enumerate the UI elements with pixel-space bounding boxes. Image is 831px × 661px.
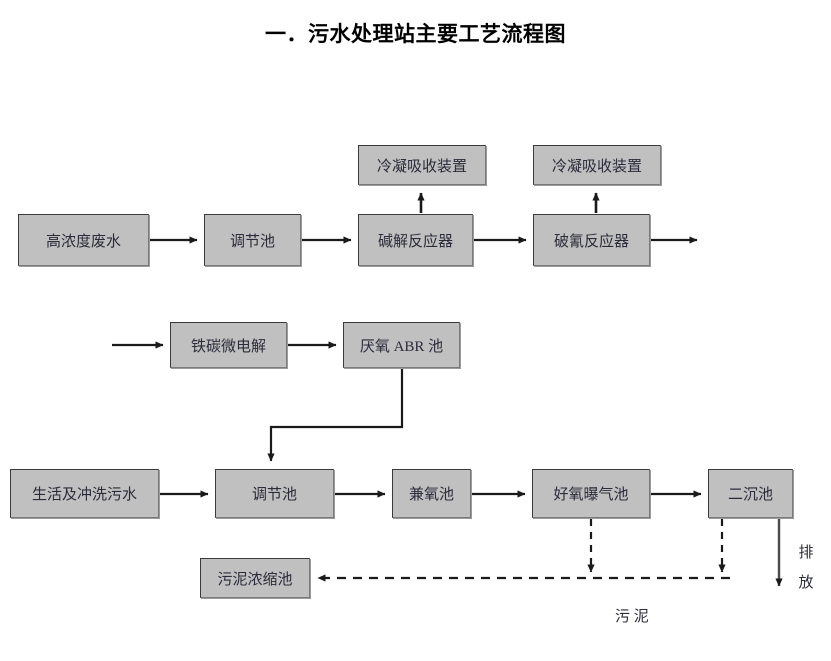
page-title: 一．污水处理站主要工艺流程图 [265, 23, 566, 46]
node-domestic-and-flush-sewage[interactable]: 生活及冲洗污水 [10, 469, 159, 518]
node-label: 冷凝吸收装置 [551, 158, 642, 175]
node-sludge-thickening-tank[interactable]: 污泥浓缩池 [200, 558, 310, 598]
node-facultative-tank[interactable]: 兼氧池 [392, 469, 471, 518]
discharge-label-char-2: 放 [798, 575, 814, 591]
node-aerobic-aeration-tank[interactable]: 好氧曝气池 [532, 469, 650, 518]
discharge-label-char-1: 排 [798, 545, 814, 561]
node-label: 调节池 [251, 487, 297, 503]
node-equalization-tank-2[interactable]: 调节池 [215, 469, 334, 518]
node-label: 污泥浓缩池 [217, 571, 293, 588]
node-label: 高浓度废水 [45, 233, 121, 250]
node-label: 铁碳微电解 [190, 338, 266, 355]
node-label: 好氧曝气池 [553, 487, 629, 503]
node-equalization-tank-1[interactable]: 调节池 [204, 214, 301, 266]
node-label: 兼氧池 [408, 487, 454, 503]
node-anaerobic-abr-tank[interactable]: 厌氧 ABR 池 [343, 322, 460, 368]
node-label: 调节池 [229, 233, 275, 250]
node-label: 二沉池 [727, 487, 773, 503]
node-label: 冷凝吸收装置 [376, 158, 467, 175]
node-secondary-clarifier[interactable]: 二沉池 [708, 469, 793, 518]
node-alkaline-hydrolysis-reactor[interactable]: 碱解反应器 [358, 214, 473, 266]
sludge-label: 污 泥 [615, 609, 649, 625]
node-label: 碱解反应器 [377, 233, 453, 250]
node-high-conc-wastewater[interactable]: 高浓度废水 [18, 214, 149, 266]
node-cyanide-breaking-reactor[interactable]: 破氰反应器 [533, 214, 650, 266]
node-label: 生活及冲洗污水 [31, 487, 137, 503]
node-condenser-1[interactable]: 冷凝吸收装置 [358, 145, 486, 185]
node-condenser-2[interactable]: 冷凝吸收装置 [533, 145, 661, 185]
node-label: 厌氧 ABR 池 [359, 338, 444, 355]
edge-abr-to-equalization2 [267, 369, 404, 462]
node-iron-carbon-microelectrolysis[interactable]: 铁碳微电解 [170, 322, 287, 368]
node-label: 破氰反应器 [553, 233, 629, 250]
